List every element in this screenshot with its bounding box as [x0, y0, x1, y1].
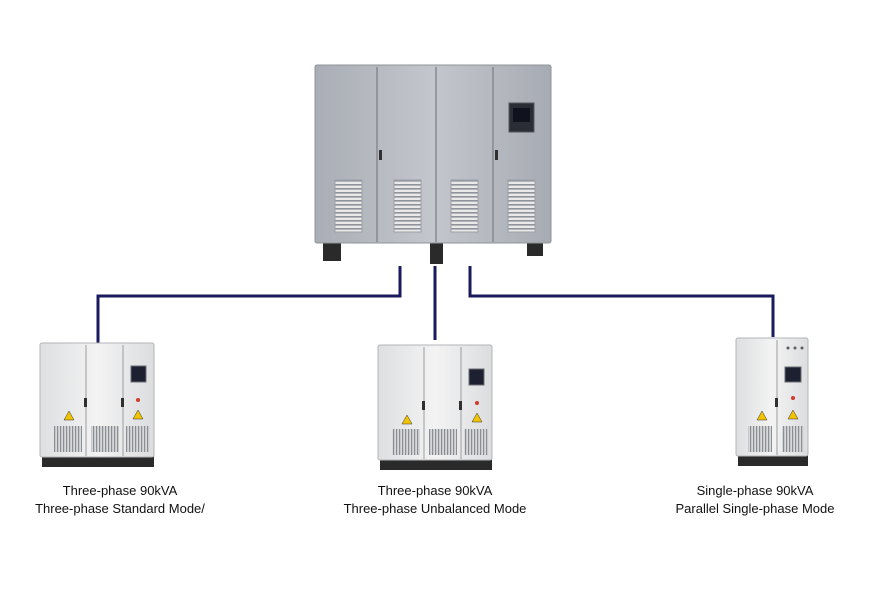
warning-icon — [787, 409, 799, 420]
indicator-light-icon — [800, 346, 804, 350]
unit-label-right: Single-phase 90kVA Parallel Single-phase… — [660, 482, 850, 518]
indicator-light-icon — [791, 396, 795, 400]
warning-icon — [132, 409, 144, 420]
main-power-cabinet — [314, 64, 552, 264]
warning-icon — [756, 410, 768, 421]
unit-label-center-line1: Three-phase 90kVA — [377, 483, 493, 498]
warning-icon — [401, 414, 413, 425]
unit-label-center-line2: Three-phase Unbalanced Mode — [343, 501, 527, 516]
unit-label-left-line2: Three-phase Standard Mode/ — [35, 501, 205, 516]
display-screen-icon — [130, 365, 147, 383]
connector-lines — [96, 266, 775, 345]
warning-icon — [63, 410, 75, 421]
display-screen-icon — [468, 368, 485, 386]
unit-label-right-line2: Parallel Single-phase Mode — [675, 501, 835, 516]
warning-icon — [471, 412, 483, 423]
connector-right — [468, 266, 775, 337]
unit-label-center: Three-phase 90kVA Three-phase Unbalanced… — [325, 482, 545, 518]
display-screen-icon — [784, 366, 802, 383]
indicator-light-icon — [475, 401, 479, 405]
unit-label-left: Three-phase 90kVA Three-phase Standard M… — [20, 482, 220, 518]
indicator-light-icon — [793, 346, 797, 350]
connector-left — [96, 266, 402, 345]
indicator-light-icon — [136, 398, 140, 402]
unit-cabinet-right — [735, 337, 809, 466]
unit-cabinet-left — [39, 342, 155, 467]
unit-label-right-line1: Single-phase 90kVA — [696, 483, 814, 498]
indicator-light-icon — [786, 346, 790, 350]
unit-cabinet-center — [377, 344, 493, 470]
unit-label-left-line1: Three-phase 90kVA — [62, 483, 178, 498]
